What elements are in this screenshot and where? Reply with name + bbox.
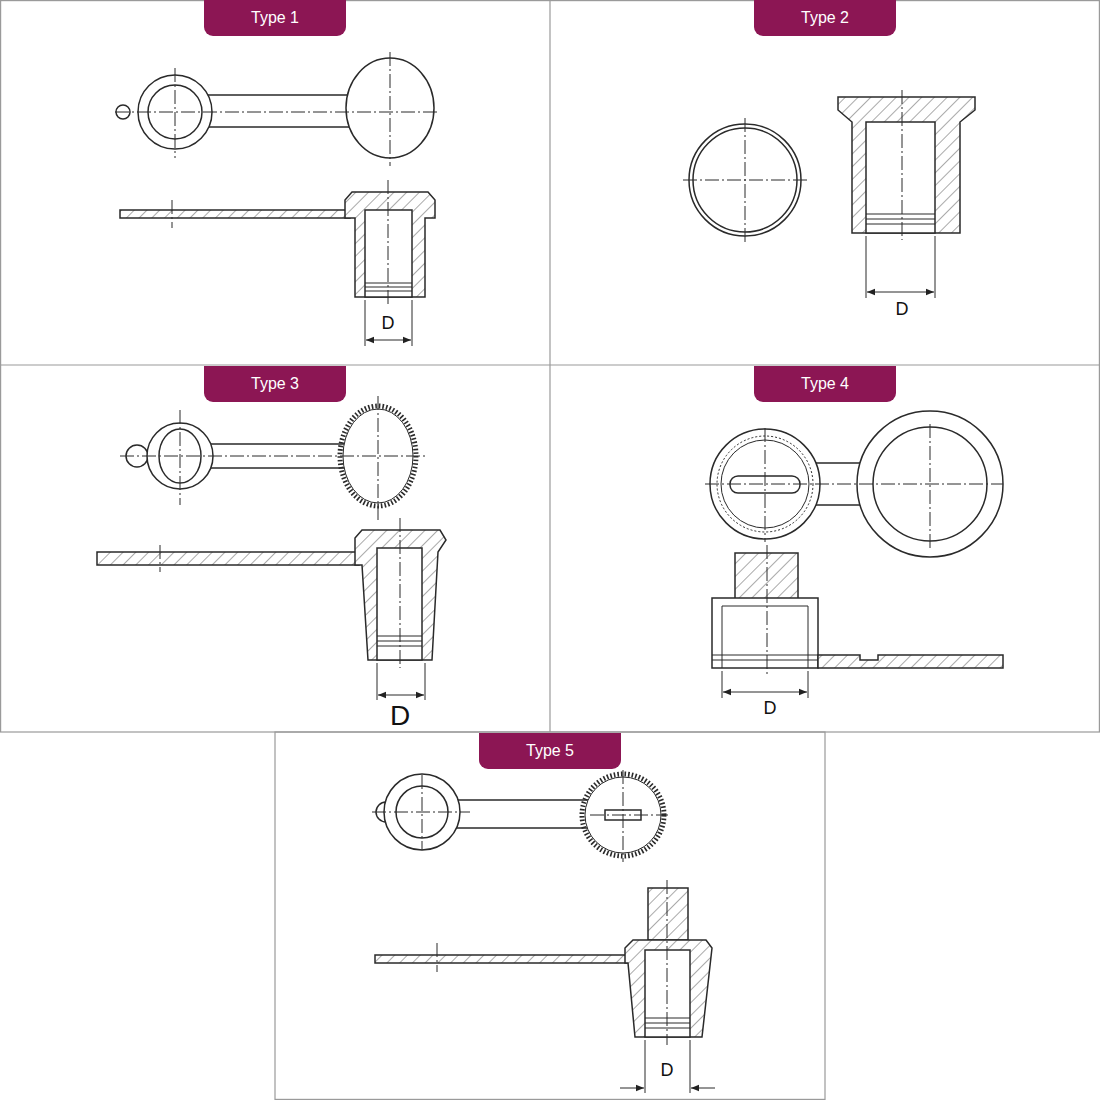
tab-label: Type 5 — [526, 742, 574, 760]
dimension-label: D — [659, 1061, 676, 1079]
type-tab: Type 2 — [754, 0, 896, 36]
type1-drawing — [115, 52, 440, 346]
dimension-label: D — [762, 699, 779, 717]
tab-label: Type 1 — [251, 9, 299, 27]
type2-drawing — [683, 90, 975, 298]
tab-label: Type 2 — [801, 9, 849, 27]
type3-drawing — [97, 396, 446, 700]
dimension-label: D — [388, 702, 412, 730]
type-tab: Type 1 — [204, 0, 346, 36]
dimension-label: D — [380, 314, 397, 332]
type5-drawing — [372, 770, 715, 1093]
type4-drawing — [705, 411, 1003, 698]
tab-label: Type 4 — [801, 375, 849, 393]
dimension-label: D — [894, 300, 911, 318]
type-tab: Type 4 — [754, 366, 896, 402]
type-tab: Type 5 — [479, 733, 621, 769]
tab-label: Type 3 — [251, 375, 299, 393]
type-tab: Type 3 — [204, 366, 346, 402]
